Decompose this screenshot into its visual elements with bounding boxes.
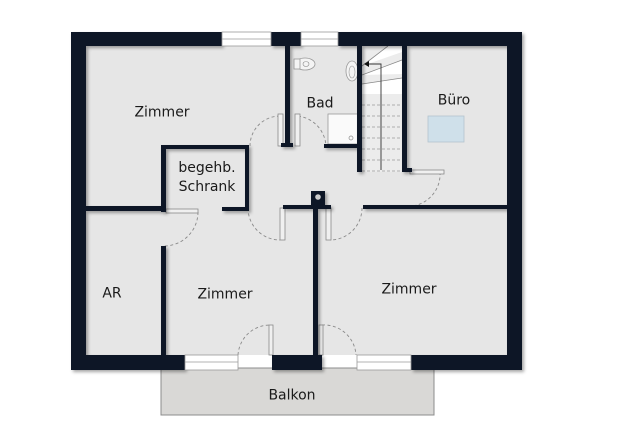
shower-tray [327,113,359,145]
room-label-zimmer-bottom-right: Zimmer [381,281,437,298]
outer-wall-bottom-mid [272,355,322,370]
outer-wall-top-right [338,32,522,46]
staircase [361,45,403,172]
door-swings [163,115,441,356]
room-label-zimmer-top-left: Zimmer [134,104,190,121]
interior-floor [86,46,507,355]
balcony-floor [160,367,435,416]
sink-icon [345,60,359,82]
toilet-icon [293,57,316,71]
window-bottom-left [184,354,239,371]
room-label-schrank: begehb. Schrank [178,159,235,197]
room-label-zimmer-bottom-middle: Zimmer [197,286,253,303]
room-label-ar: AR [102,285,122,302]
outer-wall-top-mid [271,32,301,46]
desk-icon [427,115,465,143]
room-label-buero: Büro [437,92,471,109]
outer-wall-bottom-right [411,355,522,370]
window-bottom-right [356,354,412,371]
outer-wall-right [507,32,522,370]
walls [71,32,522,370]
outer-wall-left [71,32,86,370]
door-leaves [165,113,445,356]
room-label-balkon: Balkon [268,387,316,404]
chimney-icon [315,194,321,200]
room-label-schrank-line2: Schrank [178,179,236,195]
outer-wall-bottom-left [71,355,185,370]
windows [184,31,412,371]
outer-wall-top-left [71,32,222,46]
room-label-bad: Bad [306,95,334,112]
room-label-schrank-line1: begehb. [178,160,236,177]
